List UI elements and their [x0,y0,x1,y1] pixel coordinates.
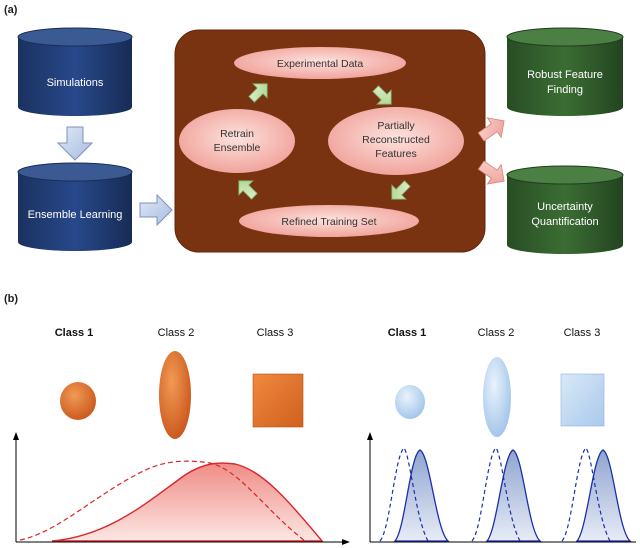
partially-reconstructed-line-2: Reconstructed [362,134,430,146]
loop-arrow-down-left-icon [391,180,411,200]
right-class-1-label: Class 1 [388,327,427,339]
left-class-2-label: Class 2 [158,327,195,339]
uncertainty-quantification-cylinder: Uncertainty Quantification [506,165,624,254]
left-class-3-square [252,373,304,428]
right-class-1-circle [395,385,425,419]
output-arrow-down-icon [477,160,505,185]
right-class-2-ellipse [483,357,511,437]
simulations-cylinder: Simulations [17,27,133,116]
partially-reconstructed-node: Partially Reconstructed Features [328,107,464,175]
right-y-axis-arrow-icon [367,432,373,440]
right-class-3-label: Class 3 [564,327,601,339]
right-peak-2-dashed [471,447,521,542]
left-class-2-ellipse [159,351,191,439]
left-y-axis-arrow-icon [13,432,19,440]
left-class-1-label: Class 1 [55,327,94,339]
right-class-2-label: Class 2 [478,327,515,339]
loop-arrows [238,83,411,200]
uncertainty-line-1: Uncertainty [537,201,593,213]
partially-reconstructed-line-3: Features [375,148,416,160]
robust-feature-line-1: Robust Feature [527,69,603,81]
down-arrow-icon [56,126,94,161]
loop-arrow-up-right-icon [248,83,268,103]
right-peak-2-filled [485,449,542,542]
left-x-axis-arrow-icon [342,539,350,545]
output-arrow-up-icon [477,117,505,142]
refined-training-set-label: Refined Training Set [281,216,376,228]
left-class-1-circle [60,382,96,420]
left-class-3-label: Class 3 [257,327,294,339]
left-distribution-plot [13,432,350,545]
retrain-ensemble-line-1: Retrain [220,128,254,140]
partially-reconstructed-line-1: Partially [377,120,415,132]
panel-b-label: (b) [4,293,18,305]
uncertainty-line-2: Quantification [531,216,598,228]
retrain-ensemble-node: Retrain Ensemble [179,109,295,173]
left-red-filled-curve [51,462,324,542]
right-arrow-icon [139,193,173,227]
right-distribution-plot [367,432,636,543]
right-peak-1-filled [393,449,450,542]
experimental-data-node: Experimental Data [234,47,406,79]
loop-arrow-down-right-icon [372,85,392,105]
panel-a-label: (a) [4,4,18,16]
experimental-data-label: Experimental Data [277,58,364,70]
right-peak-3-dashed [561,447,611,542]
ensemble-learning-cylinder: Ensemble Learning [17,162,133,251]
simulations-label: Simulations [47,77,104,89]
robust-feature-line-2: Finding [547,84,583,96]
ensemble-learning-label: Ensemble Learning [28,209,123,221]
refined-training-set-node: Refined Training Set [239,205,419,237]
right-class-3-square [560,373,605,427]
right-peak-3-filled [575,449,632,542]
loop-arrow-up-left-icon [238,180,258,200]
retrain-ensemble-line-2: Ensemble [214,142,261,154]
left-red-dashed-curve [19,460,306,542]
robust-feature-finding-cylinder: Robust Feature Finding [506,27,624,116]
right-peak-1-dashed [379,447,429,542]
